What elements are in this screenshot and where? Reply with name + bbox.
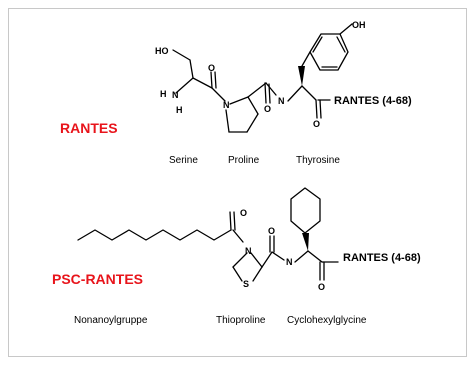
atom-n-amine: N bbox=[172, 90, 179, 100]
atom-h: H bbox=[160, 89, 167, 99]
atom-ho: HO bbox=[155, 46, 169, 56]
atom-n-tyrosine: N bbox=[278, 96, 285, 106]
caption-thyrosine: Thyrosine bbox=[296, 155, 340, 166]
atom-s: S bbox=[243, 279, 249, 289]
caption-cyclohexylglycine: Cyclohexylglycine bbox=[287, 315, 367, 326]
atom-o-cyclohexylglycine: O bbox=[318, 282, 325, 292]
atom-o-proline: O bbox=[264, 104, 271, 114]
rantes-structure: HO H N H O N O N O OH RANTES (4-68) RANT… bbox=[60, 20, 412, 166]
atom-oh: OH bbox=[352, 20, 366, 30]
atom-o-tyrosine: O bbox=[313, 119, 320, 129]
psc-rantes-structure: O N S O N O RANTES (4-68) PSC-RANTES Non… bbox=[52, 187, 421, 326]
atom-n-thioproline: N bbox=[245, 246, 252, 256]
atom-o-serine: O bbox=[208, 63, 215, 73]
caption-nonanoylgruppe: Nonanoylgruppe bbox=[74, 315, 148, 326]
psc-rantes-title: PSC-RANTES bbox=[52, 271, 143, 287]
atom-o-thioproline: O bbox=[268, 226, 275, 236]
atom-h2: H bbox=[176, 105, 183, 115]
atom-o-nonanoyl: O bbox=[240, 208, 247, 218]
figure-frame bbox=[8, 8, 467, 357]
caption-proline: Proline bbox=[228, 155, 260, 166]
psc-rantes-fragment-label: RANTES (4-68) bbox=[343, 252, 421, 264]
rantes-title: RANTES bbox=[60, 120, 118, 136]
caption-thioproline: Thioproline bbox=[216, 315, 266, 326]
caption-serine: Serine bbox=[169, 155, 198, 166]
atom-n-proline: N bbox=[223, 100, 230, 110]
rantes-fragment-label: RANTES (4-68) bbox=[334, 95, 412, 107]
atom-n-cyclohexylglycine: N bbox=[286, 257, 293, 267]
